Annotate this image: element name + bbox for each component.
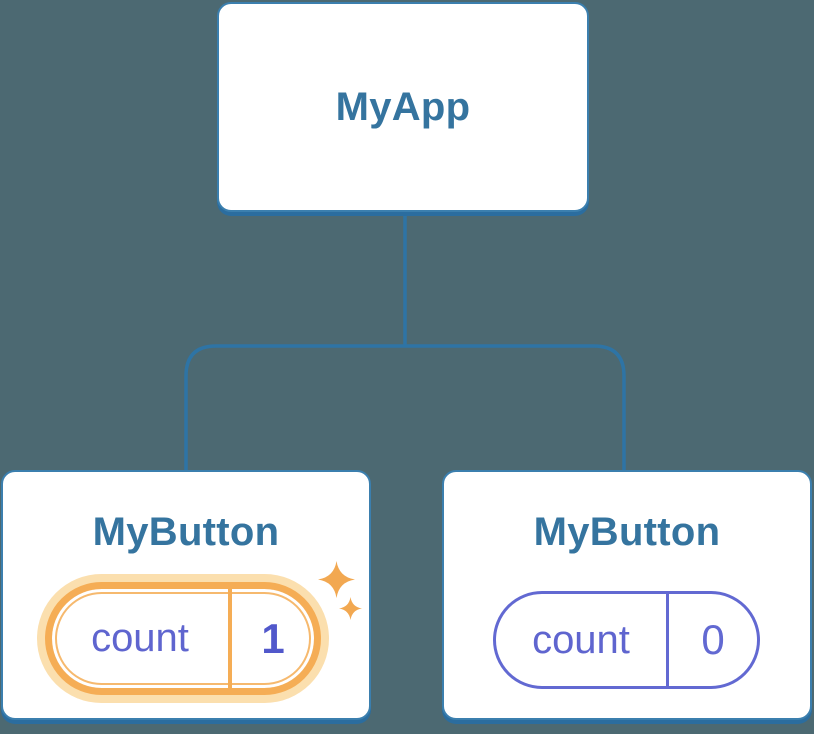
root-node-label: MyApp: [335, 84, 471, 129]
state-pill-divider: [666, 594, 669, 686]
state-key-cell: count: [52, 589, 228, 688]
tree-node-button: MyButton count 0: [442, 470, 812, 720]
state-pill: count 0: [493, 591, 760, 689]
state-pill-divider: [228, 589, 232, 688]
state-value: 0: [701, 616, 725, 663]
state-pill-highlighted: count 1: [45, 582, 321, 695]
state-value: 1: [261, 614, 285, 662]
child-node-label: MyButton: [92, 510, 280, 554]
tree-node-button-updated: MyButton count 1: [1, 470, 371, 720]
state-value-cell: 0: [669, 594, 757, 686]
tree-node-root: MyApp: [217, 2, 589, 212]
child-node-label: MyButton: [533, 510, 721, 554]
state-key-label: count: [91, 616, 189, 660]
state-key-label: count: [532, 617, 630, 662]
state-value-cell: 1: [232, 589, 314, 688]
state-key-cell: count: [496, 594, 666, 686]
